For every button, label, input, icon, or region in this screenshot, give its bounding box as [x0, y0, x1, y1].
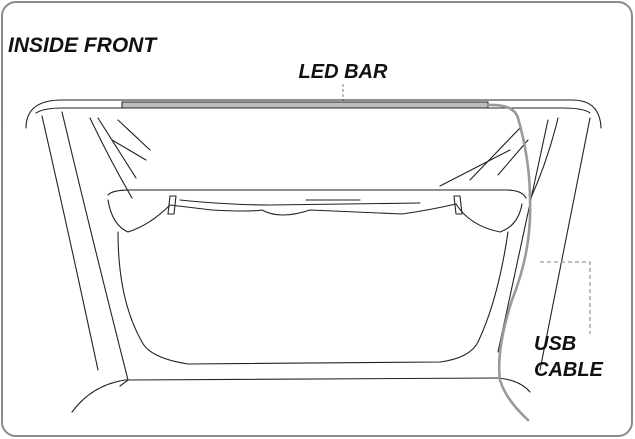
dashboard-line [124, 377, 499, 381]
usb-cable-label-line2: CABLE [534, 359, 604, 381]
led-bar [121, 101, 489, 109]
section-title: INSIDE FRONT [8, 34, 158, 57]
right-a-pillar-outer [539, 117, 591, 371]
usb-cable-label-line1: USB [534, 333, 576, 355]
dashboard-lower-left [119, 379, 129, 387]
right-a-pillar-edge [529, 117, 559, 201]
windshield-bottom-left [141, 341, 479, 365]
dashboard-left-curve [71, 379, 126, 413]
roof-edge-outer [25, 99, 602, 129]
visor-band-middle-line [179, 199, 421, 206]
led-bar-label: LED BAR [299, 61, 388, 83]
windshield-left-edge [117, 231, 143, 343]
usb-cable [486, 103, 532, 422]
left-a-pillar-outer [41, 115, 99, 371]
left-trim-line-3 [117, 119, 151, 151]
left-trim-line-2 [111, 139, 147, 161]
dashboard-right-curve [497, 377, 531, 393]
left-trim-line-1 [97, 117, 137, 179]
left-visor-clip [167, 195, 177, 215]
visor-band-bottom [107, 199, 523, 233]
usb-cable-leader-line [540, 261, 591, 334]
right-trim-line-1 [469, 127, 521, 181]
left-a-pillar-inner [61, 111, 129, 381]
windshield-right-edge [477, 231, 509, 343]
right-visor-clip [453, 195, 463, 215]
right-trim-line-3 [497, 139, 529, 176]
visor-band-top [107, 189, 527, 199]
right-trim-line-2 [439, 149, 511, 187]
